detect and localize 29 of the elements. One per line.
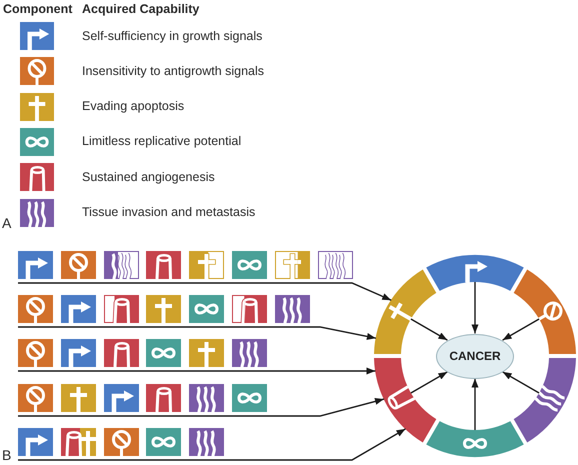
- ring-segment: [426, 421, 524, 458]
- legend-label: Insensitivity to antigrowth signals: [82, 64, 264, 79]
- node-label: CANCER: [449, 349, 501, 363]
- column-header: Acquired Capability: [82, 2, 200, 17]
- column-header: Component: [3, 2, 72, 17]
- arrow: [18, 398, 384, 417]
- ring-segment: [374, 270, 436, 354]
- arrow: [410, 318, 448, 341]
- arrow: [502, 371, 540, 394]
- ring-segment: [374, 358, 436, 442]
- arrow: [18, 282, 392, 301]
- legend-label: Self-sufficiency in growth signals: [82, 28, 262, 44]
- panel-letter: B: [2, 447, 12, 463]
- legend-label: Evading apoptosis: [82, 99, 184, 114]
- ring-segment: [514, 270, 576, 354]
- ring-segment: [426, 254, 524, 291]
- panel-letter: A: [2, 215, 12, 231]
- arrow: [502, 318, 540, 341]
- legend-label: Sustained angiogenesis: [82, 170, 215, 185]
- ellipse: [436, 334, 514, 378]
- arrow: [18, 326, 376, 340]
- arrow: [18, 428, 406, 461]
- legend-label: Limitless replicative potential: [82, 134, 242, 150]
- ring-segment: [514, 358, 576, 442]
- arrow: [472, 282, 478, 334]
- arrow: [410, 371, 448, 394]
- arrow: [18, 368, 376, 374]
- legend-label: Tissue invasion and metastasis: [82, 205, 256, 220]
- arrow: [472, 378, 478, 430]
